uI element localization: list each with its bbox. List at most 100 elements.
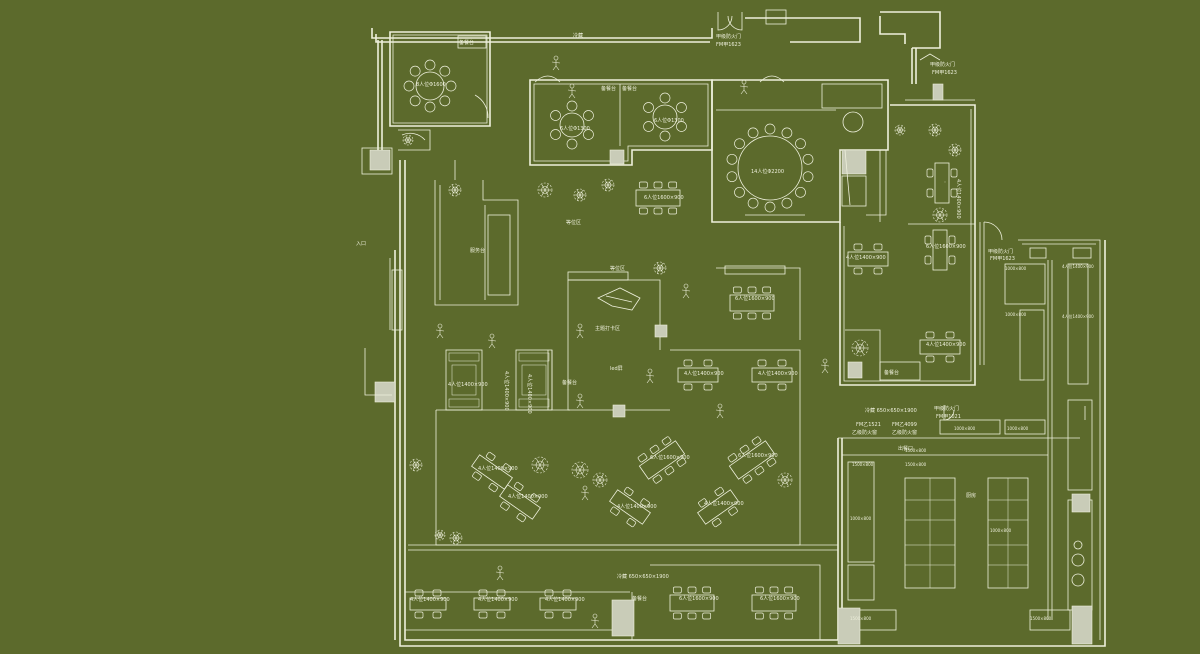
chair (562, 589, 572, 597)
chair (795, 186, 806, 198)
plant-outline (932, 207, 948, 223)
plant (573, 188, 587, 202)
chair (424, 101, 436, 113)
person-figure (487, 333, 497, 349)
table-label: 6人位1600×900 (644, 194, 684, 201)
table-label: 4人位1400×900 (758, 370, 798, 377)
plant-outline (537, 182, 553, 198)
rect-table (635, 181, 681, 215)
plant (409, 458, 423, 472)
table-label: 4人位1400×900 (503, 371, 510, 411)
booth (515, 349, 553, 411)
person-figure (820, 358, 830, 374)
label-service-station: 服务台 (470, 247, 485, 254)
plant-leaf (952, 145, 956, 151)
table-label: 4人位1400×900 (846, 254, 886, 261)
equipment-label: 1000×800 (954, 426, 976, 431)
person-head (717, 403, 723, 409)
chair (769, 612, 779, 620)
person-body (575, 398, 585, 409)
chair (643, 121, 654, 132)
rect-table (473, 589, 511, 619)
person-figure (575, 323, 585, 339)
chair (562, 611, 572, 619)
chair (754, 612, 764, 620)
chair (769, 586, 779, 594)
plant-outline (571, 461, 589, 479)
chair (762, 286, 772, 294)
chair (739, 444, 750, 454)
chair (676, 457, 687, 467)
table-label: 6人位1600×900 (735, 295, 775, 302)
label-led-screen: led屏 (610, 366, 623, 372)
chair (566, 138, 578, 150)
rect-table-top (677, 367, 719, 383)
round-table-top (737, 135, 803, 201)
chair (478, 611, 488, 619)
round-table (550, 100, 594, 150)
chair (544, 611, 554, 619)
equipment-label: 1500×800 (905, 448, 927, 453)
equipment-label: 1500×800 (905, 462, 927, 467)
person-figure (575, 393, 585, 409)
plant-leaf (539, 458, 544, 466)
plant-leaf (405, 139, 409, 145)
chair (948, 235, 956, 245)
plant-leaf (452, 185, 456, 191)
chair (726, 153, 738, 165)
round-table-top (415, 71, 445, 101)
person-body (681, 288, 691, 299)
fire-door-swings (717, 9, 1003, 421)
chair (703, 359, 713, 367)
rect-table-top (728, 440, 776, 480)
label-cold-storage-mid: 冷藏 650×650×1900 (865, 407, 917, 414)
label-waiting-area-2: 等位区 (610, 265, 625, 272)
person-body (487, 338, 497, 349)
plant-leaf (596, 474, 601, 481)
round-table-top (652, 104, 678, 130)
chair (751, 436, 762, 446)
rect-table (499, 481, 541, 523)
chair (661, 436, 672, 446)
plant-leaf (932, 129, 936, 135)
table-label: 4人位1400×900 (508, 493, 548, 500)
rect-table (697, 486, 739, 528)
plant-outline (894, 124, 906, 136)
person-body (820, 363, 830, 374)
chair (583, 129, 594, 140)
plant-leaf (932, 125, 936, 131)
rect-table (669, 586, 715, 620)
chair (734, 138, 745, 150)
chair (687, 612, 697, 620)
table-label: 4人位1400×900 (1062, 263, 1094, 269)
rect-table (847, 243, 889, 275)
label-pantry-5: 备餐台 (562, 379, 577, 386)
rect-table-top (932, 229, 948, 271)
chair (550, 129, 561, 140)
chair (781, 127, 793, 139)
plant-leaf (899, 129, 903, 135)
rect-table (751, 359, 793, 391)
table-label: 6人位1600×900 (926, 243, 966, 250)
chair (623, 486, 634, 496)
plant-leaf (579, 469, 584, 477)
plant-leaf (577, 190, 581, 196)
label-outgoing: 出餐口 (898, 445, 913, 452)
table-label: 4人位1400×900 (955, 179, 962, 219)
plant-leaf (657, 267, 661, 273)
plant-leaf (607, 184, 611, 190)
table-label: 4人位1400×900 (448, 381, 488, 388)
plant-layer (402, 55, 962, 629)
person-head (647, 368, 653, 374)
table-label: 6人位1600×900 (679, 595, 719, 602)
rect-table (751, 586, 797, 620)
chair (703, 383, 713, 391)
rect-table-top (539, 597, 577, 611)
plant-outline (573, 188, 587, 202)
chair (409, 65, 421, 77)
plant-leaf (455, 533, 459, 539)
label-fire-door-b2: 乙级防火窗 (892, 429, 917, 436)
rect-table-top (409, 597, 447, 611)
chair (714, 486, 725, 496)
chair (698, 498, 708, 508)
